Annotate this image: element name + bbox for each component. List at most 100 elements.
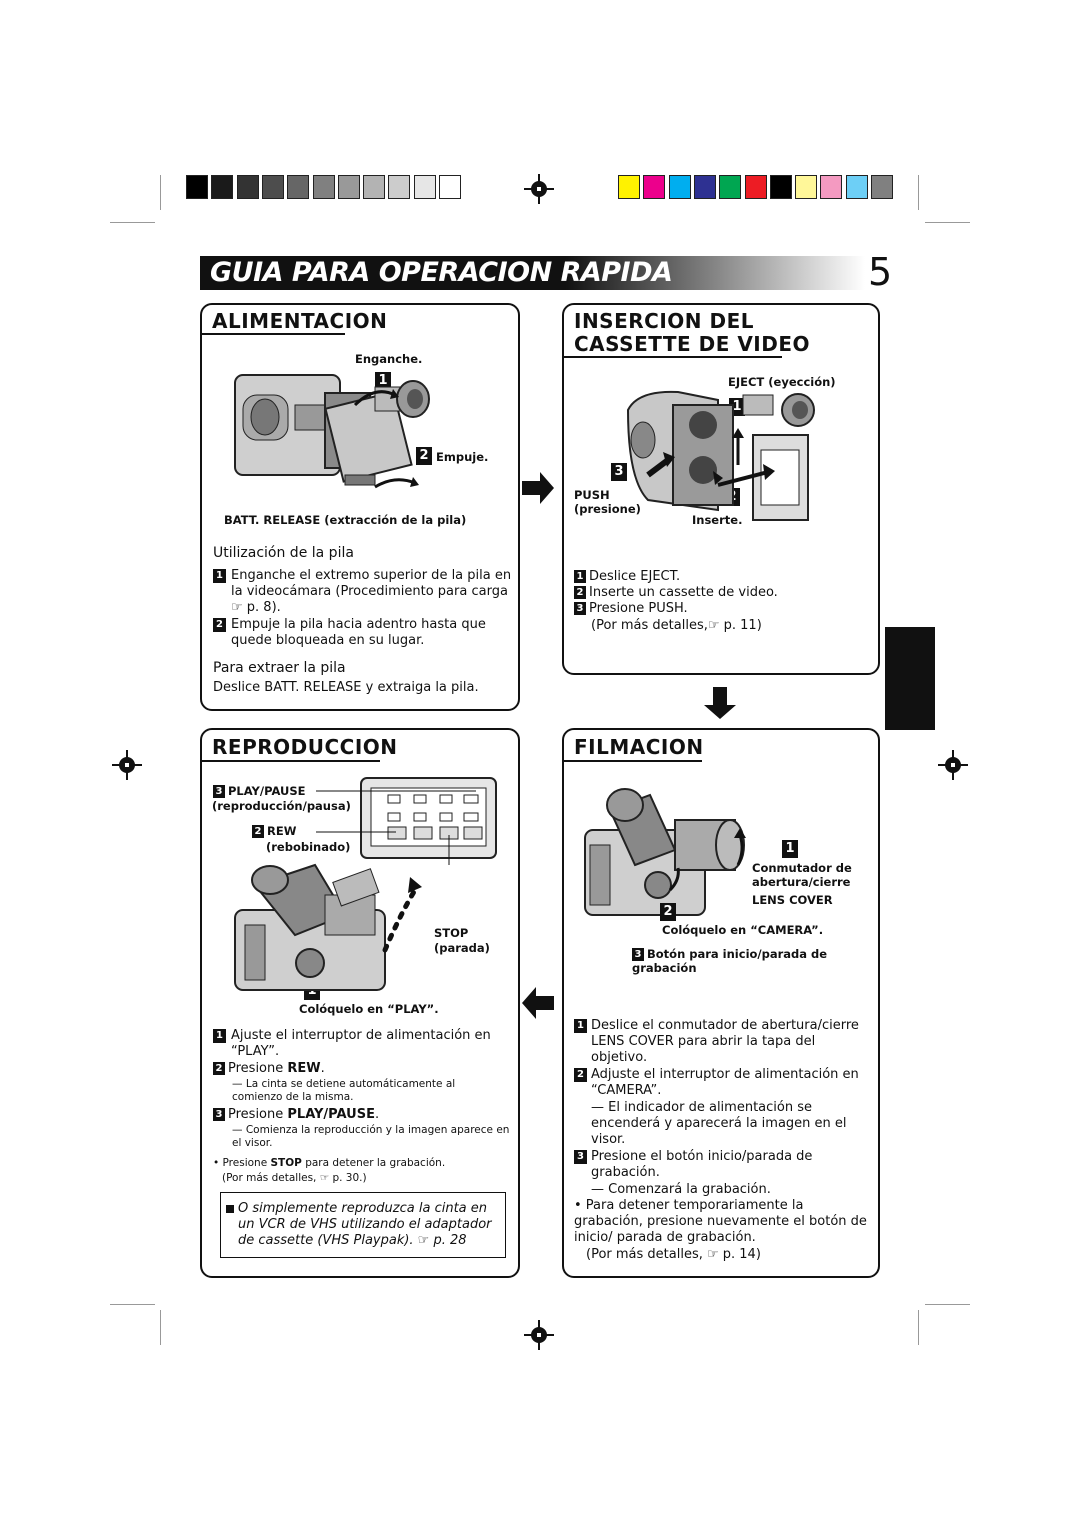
- rep-bullet-detail: (Por más detalles, ☞ p. 30.): [222, 1172, 367, 1184]
- color-swatch: [618, 175, 640, 199]
- arrow-left-icon: [522, 987, 554, 1019]
- camcorder-play-illustration: [234, 863, 422, 991]
- alim-use-1-ref: ☞ p. 8).: [231, 600, 281, 615]
- color-swatch: [769, 175, 792, 199]
- rep-note-text: O simplemente reproduzca la cinta en un …: [238, 1201, 492, 1248]
- color-swatch: [845, 175, 868, 199]
- film-item-3-num: 3: [574, 1150, 587, 1164]
- label-stop-es: (parada): [434, 941, 490, 955]
- rep-item-1: 1 Ajuste el interruptor de alimentación …: [213, 1028, 508, 1060]
- ins-item-2-num: 2: [574, 586, 586, 599]
- label-push: PUSH: [574, 488, 610, 502]
- label-stop: STOP: [434, 926, 469, 940]
- label-presione: (presione): [574, 502, 641, 516]
- alim-step2-marker: 2: [416, 447, 432, 465]
- page-title: GUIA PARA OPERACION RAPIDA: [210, 257, 673, 288]
- square-bullet-icon: [226, 1205, 234, 1213]
- rep-item-3-pre: Presione: [228, 1107, 288, 1122]
- ins-detail: (Por más detalles,☞ p. 11): [591, 618, 762, 633]
- film-detail: (Por más detalles, ☞ p. 14): [586, 1247, 761, 1262]
- grayscale-swatch: [312, 175, 335, 199]
- rep-item-2-post: .: [320, 1061, 325, 1076]
- label-empuje: Empuje.: [436, 450, 489, 464]
- label-inserte: Inserte.: [692, 513, 743, 527]
- film-item-2-num: 2: [574, 1068, 587, 1082]
- color-swatch: [820, 175, 843, 199]
- vcr-buttons-panel: [316, 777, 497, 865]
- grayscale-swatch: [388, 175, 411, 199]
- rep-item-3-post: .: [374, 1107, 380, 1122]
- film-item-3: 3 Presione el botón inicio/parada de gra…: [574, 1149, 864, 1181]
- film-item-1-num: 1: [574, 1019, 587, 1033]
- label-rew-es: (rebobinado): [266, 840, 351, 854]
- registration-mark-left: [112, 750, 142, 780]
- alimentacion-title: ALIMENTACION: [212, 309, 388, 333]
- camcorder-record-illustration: [584, 788, 746, 916]
- rep-note-box: [220, 1192, 506, 1258]
- rep-item-2-note: — La cinta se detiene automáticamente al…: [232, 1078, 456, 1103]
- film-step2-marker: 2: [660, 903, 676, 921]
- label-lens-cover: LENS COVER: [752, 893, 833, 907]
- grayscale-swatch: [186, 175, 208, 199]
- color-swatch: [719, 175, 742, 199]
- ins-item-1-num: 1: [574, 570, 586, 583]
- film-item-2: 2 Adjuste el interruptor de alimentación…: [574, 1067, 864, 1099]
- film-item-3-text: Presione el botón inicio/parada de graba…: [591, 1149, 813, 1180]
- label-play-position: Colóquelo en “PLAY”.: [299, 1002, 439, 1016]
- alim-use-item-2: 2 Empuje la pila hacia adentro hasta que…: [213, 617, 513, 649]
- alim-use-1-text: Enganche el extremo superior de la pila …: [231, 568, 512, 599]
- page-number: 5: [868, 250, 893, 294]
- alim-step1-marker: 1: [375, 372, 391, 390]
- grayscale-swatch: [363, 175, 386, 199]
- rep-item-3-bold: PLAY/PAUSE: [287, 1107, 375, 1122]
- color-swatch: [795, 175, 818, 199]
- cassette-insert-illustration: [626, 390, 815, 521]
- section-tab: [885, 627, 935, 730]
- label-enganche: Enganche.: [355, 352, 423, 366]
- rep-item-1-num: 1: [213, 1029, 226, 1043]
- registration-mark-top: [524, 174, 554, 204]
- label-camera-position: Colóquelo en “CAMERA”.: [662, 923, 824, 937]
- film-item-2-note: — El indicador de alimentación se encend…: [591, 1100, 847, 1147]
- alim-use-1-num: 1: [213, 569, 226, 583]
- grayscale-swatch: [337, 175, 360, 199]
- panel-alimentacion: [200, 303, 520, 711]
- title-band: [200, 256, 865, 290]
- rep-item-3-note: — Comienza la reproducción y la imagen a…: [232, 1124, 510, 1149]
- rep-item-2-bold: REW: [287, 1061, 321, 1076]
- alim-remove-text: Deslice BATT. RELEASE y extraiga la pila…: [213, 680, 479, 695]
- label-playpause-es: (reproducción/pausa): [212, 799, 351, 813]
- ins-item-1-text: Deslice EJECT.: [589, 569, 681, 584]
- rep-bullet-bold: STOP: [270, 1157, 302, 1169]
- alim-use-2-num: 2: [213, 618, 226, 632]
- filmacion-underline: [562, 760, 702, 762]
- film-item-3-note: — Comenzará la grabación.: [591, 1182, 771, 1197]
- label-eject: EJECT (eyección): [728, 375, 836, 389]
- arrow-down-icon: [704, 687, 736, 719]
- rep-item-3-num: 3: [213, 1108, 225, 1121]
- grayscale-swatch: [439, 175, 461, 199]
- label-batt-release: BATT. RELEASE (extracción de la pila): [224, 513, 467, 527]
- registration-mark-right: [938, 750, 968, 780]
- film-item-2-text: Adjuste el interruptor de alimentación e…: [591, 1067, 859, 1098]
- alim-subtitle-use: Utilización de la pila: [213, 545, 354, 561]
- camcorder-battery-illustration: [234, 374, 430, 489]
- filmacion-title: FILMACION: [574, 735, 704, 759]
- rep-bullet: • Presione STOP para detener la grabació…: [213, 1157, 445, 1170]
- color-swatch: [871, 175, 893, 199]
- arrow-right-icon: [522, 472, 554, 504]
- insercion-title-line1: INSERCION DEL: [574, 309, 754, 333]
- grayscale-swatch: [287, 175, 310, 199]
- reproduccion-underline: [200, 760, 380, 762]
- alim-use-2-text: Empuje la pila hacia adentro hasta que q…: [231, 617, 486, 648]
- label-conmutador: Conmutador de abertura/cierre: [752, 861, 852, 889]
- rep-label-playpause-text: PLAY/PAUSE: [228, 784, 306, 798]
- insercion-underline: [562, 356, 782, 358]
